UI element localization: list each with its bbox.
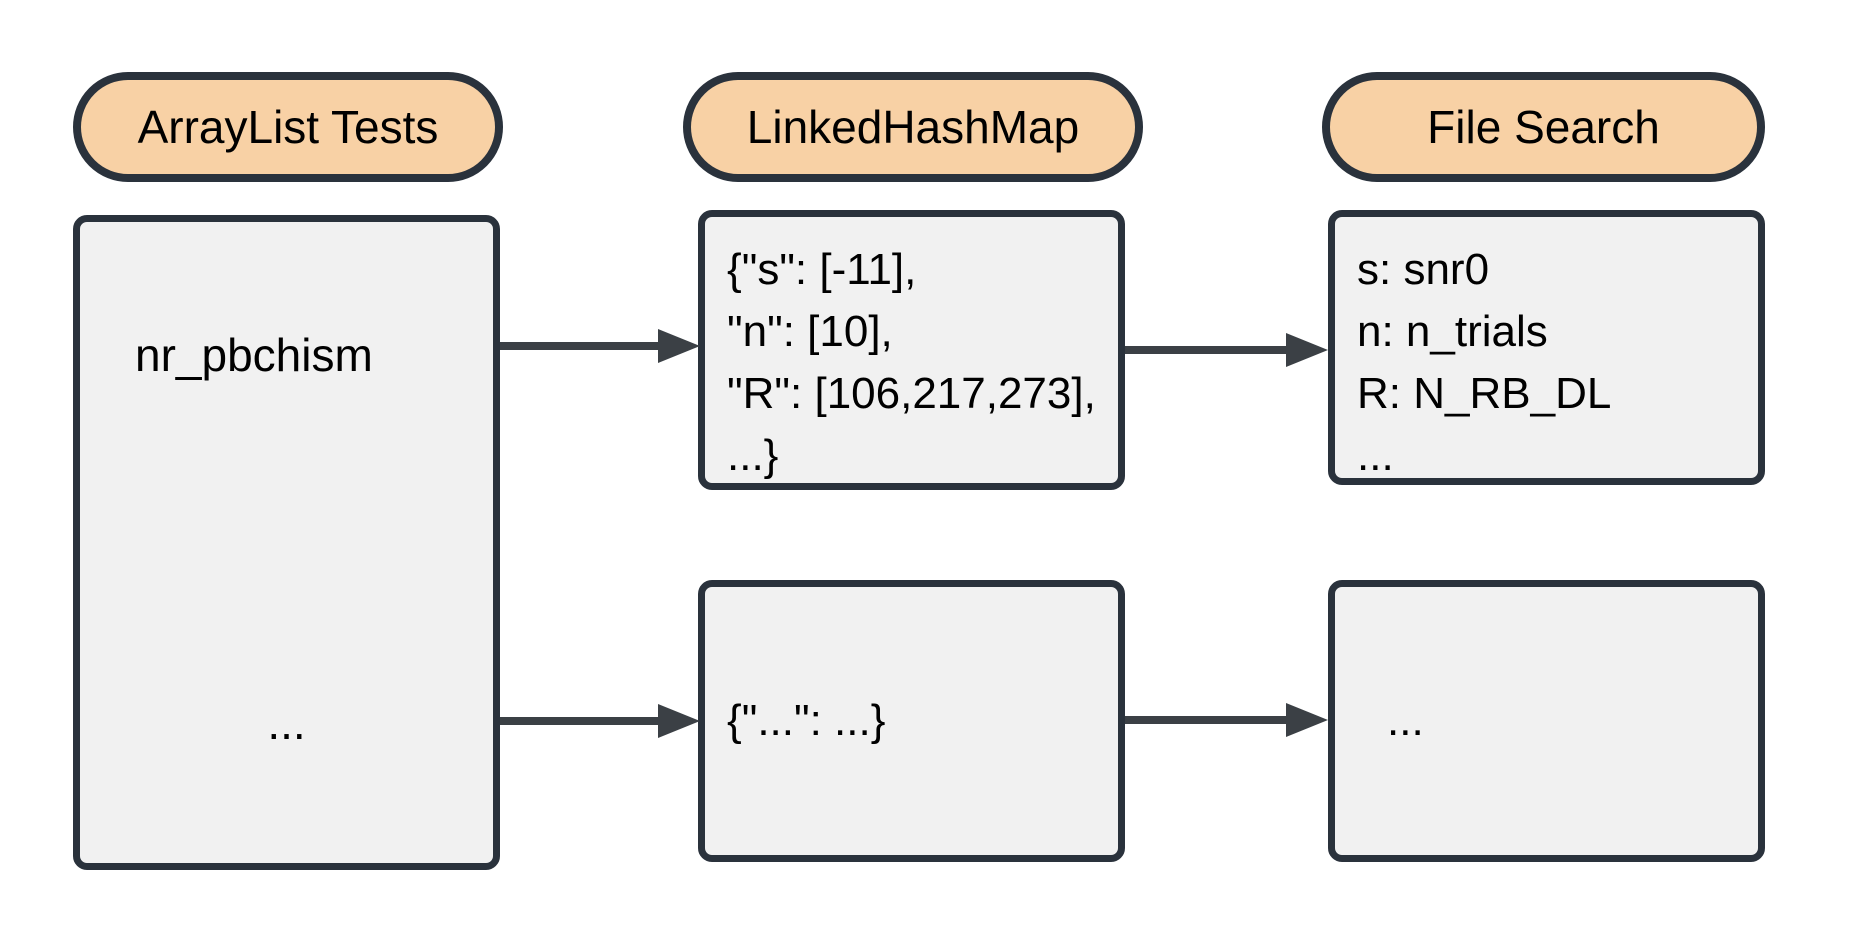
map-top-line-3: "R": [106,217,273],	[727, 369, 1096, 418]
header-label-file-search: File Search	[1427, 101, 1660, 153]
arrow-shaft	[1125, 716, 1290, 724]
arraylist-entry-top: nr_pbchism	[135, 329, 373, 381]
arrow-map-to-search-row2	[1125, 703, 1328, 737]
arrow-map-to-search-row1	[1125, 333, 1328, 367]
header-pill-linkedhashmap: LinkedHashMap	[683, 72, 1143, 182]
arrowhead-icon	[1286, 333, 1328, 367]
node-linkedhashmap-bottom: {"...": ...}	[698, 580, 1125, 862]
arraylist-entry-bottom: ...	[267, 697, 306, 749]
node-file-search-bottom: ...	[1328, 580, 1765, 862]
arrowhead-icon	[658, 704, 700, 738]
search-bottom-text: ...	[1387, 696, 1424, 745]
header-pill-arraylist-tests: ArrayList Tests	[73, 72, 503, 182]
node-linkedhashmap-top: {"s": [-11], "n": [10], "R": [106,217,27…	[698, 210, 1125, 490]
arrow-arraylist-to-map-row1	[500, 329, 700, 363]
arrowhead-icon	[1286, 703, 1328, 737]
map-top-line-4: ...}	[727, 431, 779, 480]
map-top-line-2: "n": [10],	[727, 307, 893, 356]
map-bottom-text: {"...": ...}	[727, 696, 886, 745]
header-label-arraylist-tests: ArrayList Tests	[137, 101, 439, 153]
arrow-shaft	[1125, 346, 1290, 354]
header-label-linkedhashmap: LinkedHashMap	[746, 101, 1080, 153]
node-arraylist-tests: nr_pbchism ...	[73, 215, 500, 870]
search-top-line-1: s: snr0	[1357, 245, 1490, 294]
map-top-line-1: {"s": [-11],	[727, 245, 917, 294]
node-file-search-top: s: snr0 n: n_trials R: N_RB_DL ...	[1328, 210, 1765, 485]
search-top-line-2: n: n_trials	[1357, 307, 1548, 356]
search-top-line-3: R: N_RB_DL	[1357, 369, 1612, 418]
header-pill-file-search: File Search	[1322, 72, 1765, 182]
arrow-arraylist-to-map-row2	[500, 704, 700, 738]
arrow-shaft	[500, 342, 662, 350]
arrowhead-icon	[658, 329, 700, 363]
search-top-line-4: ...	[1357, 431, 1394, 480]
arrow-shaft	[500, 717, 662, 725]
